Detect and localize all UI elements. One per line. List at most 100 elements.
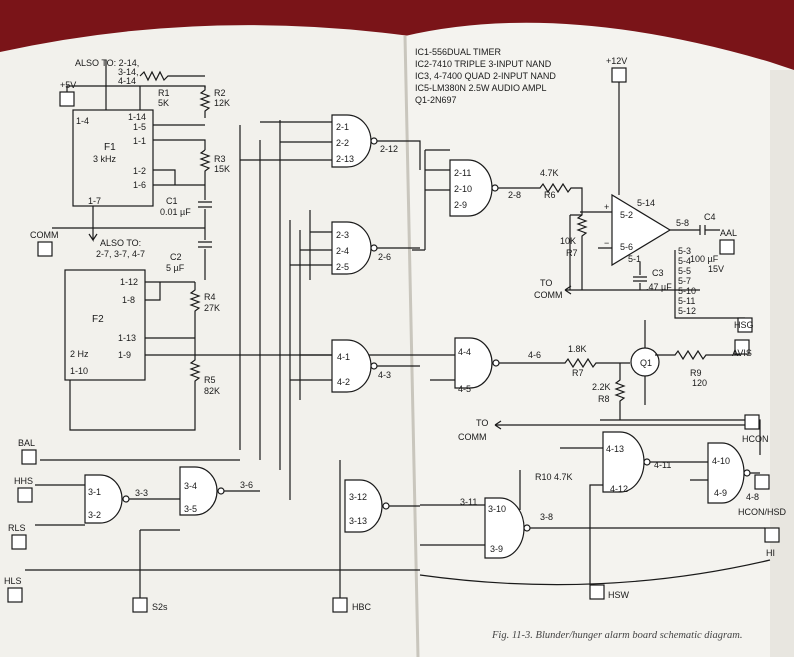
- to-comm-top-2: COMM: [534, 290, 563, 300]
- r7-value: 10K: [560, 236, 576, 246]
- f1-pin-1-14: 1-14: [128, 112, 146, 122]
- amp-pin-5-3: 5-3: [678, 246, 691, 256]
- gate-3-10: [484, 497, 525, 559]
- book-gutter: [403, 35, 420, 657]
- r-ls-terminal: [11, 534, 27, 550]
- g2a-in3: 2-13: [336, 154, 354, 164]
- f1-name: F1: [104, 142, 116, 153]
- g2c-in2: 2-10: [454, 184, 472, 194]
- r6-resistor: [498, 182, 583, 205]
- gate-3-1: [84, 474, 123, 524]
- gate-4-1: [331, 339, 372, 393]
- h-con-hsd-label: HCON/HSD: [738, 507, 787, 517]
- plus12v-terminal: [611, 67, 627, 83]
- r7-pot: [576, 205, 588, 290]
- amp-pin-5-12: 5-12: [678, 306, 696, 316]
- a-vis-label: AVIS: [732, 348, 752, 358]
- c4-label: C4: [704, 212, 716, 222]
- g413-in2: 4-12: [610, 484, 628, 494]
- figure-caption: Fig. 11-3. Blunder/hunger alarm board sc…: [491, 630, 743, 641]
- lm380-amplifier: [611, 193, 672, 267]
- also-to-top-1: ALSO TO: 2-14,: [75, 58, 139, 68]
- r7b-label: R7: [572, 368, 584, 378]
- g413-in1: 4-13: [606, 444, 624, 454]
- ic-legend-line-3: IC3, 4-7400 QUAD 2-INPUT NAND: [415, 71, 556, 81]
- c3-value: .47 µF: [646, 282, 672, 292]
- c4-value: 100 µF: [690, 254, 719, 264]
- g34-in2: 3-5: [184, 504, 197, 514]
- g410-in2: 4-9: [714, 488, 727, 498]
- r3-value: 15K: [214, 164, 230, 174]
- r4-value: 27K: [204, 303, 220, 313]
- amp-plus-sign: +: [604, 202, 609, 212]
- f2-pin-1-9: 1-9: [118, 350, 131, 360]
- f1-pin-1-6: 1-6: [133, 180, 146, 190]
- gate-4-13: [602, 431, 645, 493]
- g41-in2: 4-2: [337, 377, 350, 387]
- g410-out: 4-8: [746, 492, 759, 502]
- h-sg-terminal: [737, 317, 753, 333]
- g2b-in2: 2-4: [336, 246, 349, 256]
- amp-pin-5-11: 5-11: [678, 296, 695, 306]
- r5-label: R5: [204, 375, 216, 385]
- f1-pin-1-7: 1-7: [88, 196, 101, 206]
- f1-pin-1-1: 1-1: [133, 136, 146, 146]
- amp-pin-5-5: 5-5: [678, 266, 691, 276]
- c2-value: 5 µF: [166, 263, 185, 273]
- c4-voltage: 15V: [708, 264, 724, 274]
- h-sw-label: HSW: [608, 590, 630, 600]
- g41-out: 4-3: [378, 370, 391, 380]
- c3-label: C3: [652, 268, 664, 278]
- amp-pin-5-2: 5-2: [620, 210, 633, 220]
- g34-out: 3-6: [240, 480, 253, 490]
- g410-in1: 4-10: [712, 456, 730, 466]
- r1-label: R1: [158, 88, 170, 98]
- a-al-label: AAL: [720, 228, 737, 238]
- f1-pin-1-4: 1-4: [76, 116, 89, 126]
- r2-resistor: [199, 86, 211, 118]
- page-edge: [770, 70, 794, 657]
- gate-4-4: [454, 337, 493, 389]
- h-bc-terminal: [332, 597, 348, 613]
- c1-value: 0.01 µF: [160, 207, 191, 217]
- r1-value: 5K: [158, 98, 169, 108]
- h-hs-label: HHS: [14, 476, 33, 486]
- h-i-label: HI: [766, 548, 775, 558]
- amp-pin-5-6: 5-6: [620, 242, 633, 252]
- r3-label: R3: [214, 154, 226, 164]
- plus12v-label: +12V: [606, 56, 627, 66]
- r5-resistor: [69, 338, 201, 431]
- c1-label: C1: [166, 196, 178, 206]
- gate-3-12: [344, 479, 383, 533]
- g310-in1: 3-10: [488, 504, 506, 514]
- r9-label: R9: [690, 368, 702, 378]
- h-hs-terminal: [17, 487, 33, 503]
- r7-label: R7: [566, 248, 578, 258]
- g312-in2: 3-13: [349, 516, 367, 526]
- g310-out: 3-8: [540, 512, 553, 522]
- g44-in1: 4-4: [458, 347, 471, 357]
- amp-pin-5-14: 5-14: [637, 198, 655, 208]
- g41-in1: 4-1: [337, 352, 350, 362]
- r2-value: 12K: [214, 98, 230, 108]
- r9-value: 120: [692, 378, 707, 388]
- gate-2b: [331, 221, 372, 275]
- g2a-in2: 2-2: [336, 138, 349, 148]
- g2a-in1: 2-1: [336, 122, 349, 132]
- h-sw-terminal: [589, 584, 605, 600]
- amp-minus-sign: −: [604, 238, 609, 248]
- h-bc-label: HBC: [352, 602, 372, 612]
- to-comm-bottom-2: COMM: [458, 432, 487, 442]
- f2-name: F2: [92, 314, 104, 325]
- h-ls-label: HLS: [4, 576, 22, 586]
- ic-legend-line-1: IC1-556DUAL TIMER: [415, 47, 502, 57]
- r7b-value: 1.8K: [568, 344, 587, 354]
- plus5v-label: +5V: [60, 80, 76, 90]
- h-i-terminal: [764, 527, 780, 543]
- h-ls-terminal: [7, 587, 23, 603]
- gate-2a: [331, 114, 372, 168]
- f1-pin-1-5: 1-5: [133, 122, 146, 132]
- ic-legend-line-5: Q1-2N697: [415, 95, 457, 105]
- amp-pin-5-4: 5-4: [678, 256, 691, 266]
